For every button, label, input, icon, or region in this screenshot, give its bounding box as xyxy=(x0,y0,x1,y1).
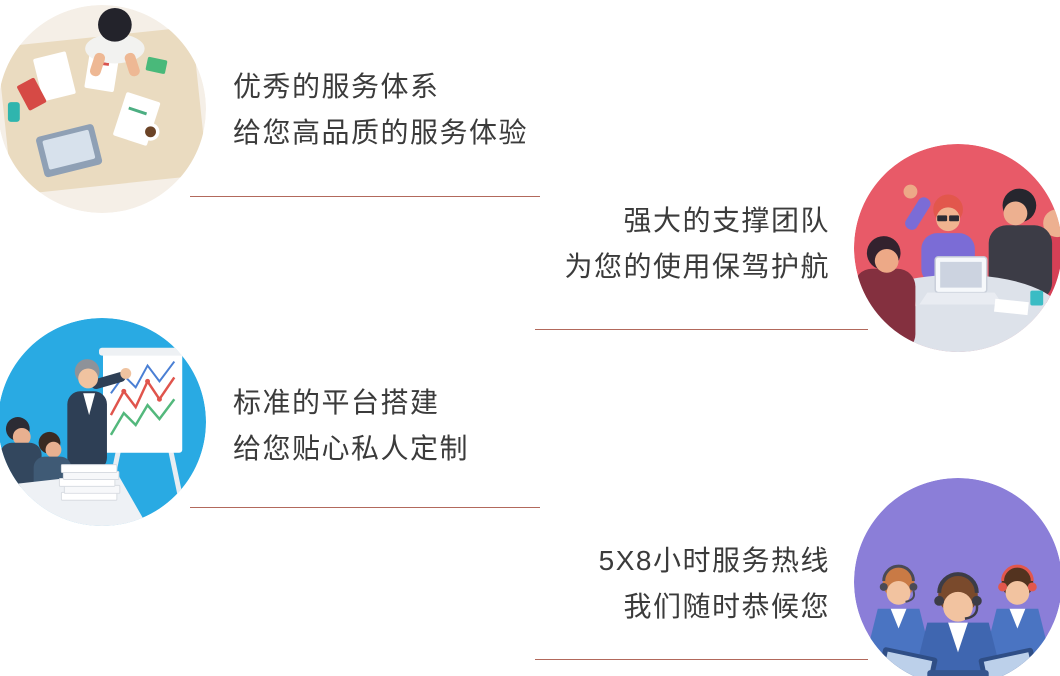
feature-divider-line xyxy=(190,507,540,508)
call-center-agents-illustration-icon xyxy=(854,478,1060,676)
feature-service-system-text: 优秀的服务体系 给您高品质的服务体验 xyxy=(233,64,528,156)
feature-support-team-text: 强大的支撑团队 为您的使用保驾护航 xyxy=(564,198,830,290)
feature-title: 优秀的服务体系 xyxy=(233,71,440,102)
presentation-charts-illustration-icon xyxy=(0,318,206,526)
feature-subtitle: 给您高品质的服务体验 xyxy=(233,117,529,148)
feature-divider-line xyxy=(190,196,540,197)
office-topview-illustration-icon xyxy=(0,5,206,213)
team-meeting-illustration-icon xyxy=(854,144,1060,352)
feature-subtitle: 我们随时恭候您 xyxy=(623,591,830,622)
call-center-illustration-circle xyxy=(854,478,1060,676)
feature-subtitle: 给您贴心私人定制 xyxy=(233,433,470,464)
platform-presentation-illustration-circle xyxy=(0,318,206,526)
feature-subtitle: 为您的使用保驾护航 xyxy=(564,251,830,282)
feature-divider-line xyxy=(535,659,868,660)
feature-platform-setup-text: 标准的平台搭建 给您贴心私人定制 xyxy=(233,380,469,472)
feature-service-hotline-text: 5X8小时服务热线 我们随时恭候您 xyxy=(599,538,830,630)
feature-divider-line xyxy=(535,329,868,330)
feature-title: 5X8小时服务热线 xyxy=(598,545,830,576)
paper-stack xyxy=(58,464,121,501)
support-team-illustration-circle xyxy=(854,144,1060,352)
feature-title: 强大的支撑团队 xyxy=(623,205,830,236)
office-teamwork-illustration-circle xyxy=(0,5,206,213)
feature-title: 标准的平台搭建 xyxy=(233,387,440,418)
